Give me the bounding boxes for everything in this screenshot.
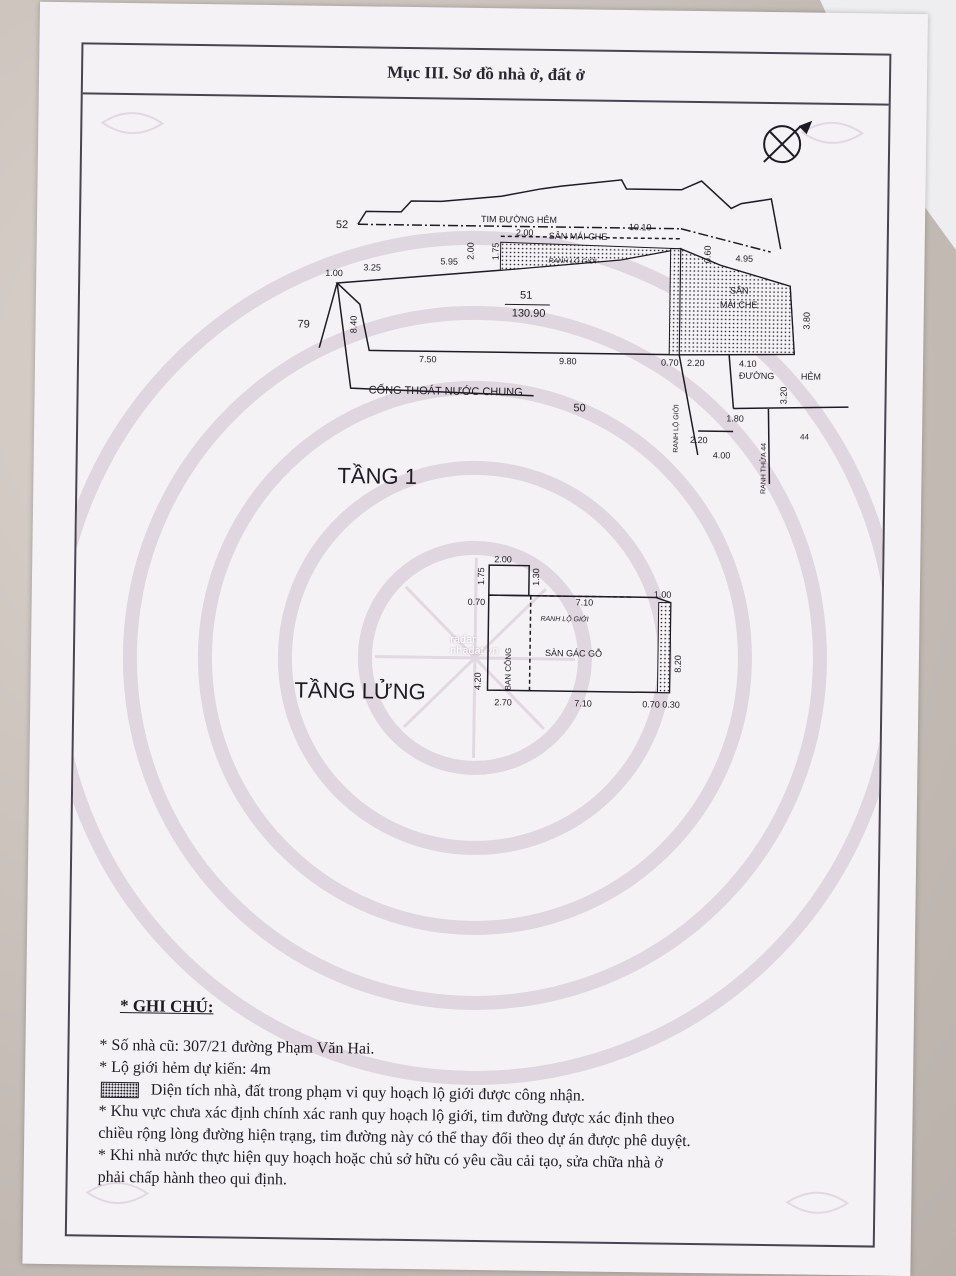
dim-3-80: 3.80 bbox=[802, 312, 812, 330]
mezz-dim-2-00: 2.00 bbox=[494, 554, 512, 564]
covered-yard-right-label-2: MÁI CHE bbox=[720, 299, 758, 310]
dim-2-00: 2.00 bbox=[465, 242, 475, 260]
document-page: Mục III. Sơ đồ nhà ở, đất ở bbox=[22, 1, 928, 1276]
alley-centerline-label: TIM ĐƯỜNG HẺM bbox=[481, 213, 557, 225]
dim-8-40: 8.40 bbox=[348, 316, 358, 334]
north-arrow-icon bbox=[763, 120, 813, 164]
dim-10-10: 10.10 bbox=[629, 222, 652, 232]
drain-label: CỐNG THOÁT NƯỚC CHUNG bbox=[369, 382, 523, 398]
neighbor-52-outline bbox=[357, 179, 782, 250]
dim-7-50: 7.50 bbox=[419, 354, 437, 364]
mezz-dim-1-30: 1.30 bbox=[531, 568, 541, 586]
dim-4-95: 4.95 bbox=[735, 254, 753, 264]
neighbor-50-label: 50 bbox=[573, 402, 585, 414]
mezz-dim-8-20: 8.20 bbox=[673, 655, 683, 673]
road-boundary-label: RANH LỘ GIỚI bbox=[548, 256, 596, 266]
drain-outline bbox=[336, 282, 534, 397]
floor1-title: TẦNG 1 bbox=[337, 463, 417, 489]
neighbor-52-label: 52 bbox=[336, 219, 348, 231]
dim-3-20: 3.20 bbox=[778, 387, 788, 405]
mezz-dim-2-70: 2.70 bbox=[494, 697, 512, 707]
dim-2-00b: 2.00 bbox=[516, 227, 534, 237]
mezz-dim-1-75: 1.75 bbox=[476, 567, 486, 585]
notes-section: * GHI CHÚ: * Số nhà cũ: 307/21 đường Phạ… bbox=[97, 995, 860, 1200]
alley-label-duong: ĐƯỜNG bbox=[739, 371, 775, 381]
neighbor-44-label: 44 bbox=[800, 432, 810, 441]
alley-label-hem: HẺM bbox=[801, 370, 821, 381]
dim-4-00: 4.00 bbox=[713, 450, 731, 460]
dim-0-70: 0.70 bbox=[661, 358, 679, 368]
mezz-road-boundary-label: RANH LỘ GIỚI bbox=[540, 614, 588, 624]
dim-9-80: 9.80 bbox=[559, 356, 577, 366]
mezzanine-outline bbox=[486, 594, 672, 694]
covered-yard-top-label: SÂN MÁI CHE bbox=[549, 231, 608, 242]
dim-3-25: 3.25 bbox=[363, 262, 381, 272]
mezz-dim-1-00: 1.00 bbox=[654, 589, 672, 599]
wood-floor-label: SÀN GÁC GỖ bbox=[545, 647, 602, 659]
mezz-dim-0-30: 0.30 bbox=[662, 700, 680, 710]
neighbor-79-label: 79 bbox=[297, 318, 309, 330]
lot-area: 130.90 bbox=[512, 307, 546, 319]
lot-boundary-label: RANH THỬA 44 bbox=[758, 443, 768, 494]
mezzanine-title: TẦNG LỬNG bbox=[294, 677, 426, 704]
covered-yard-right-label-1: SÂN bbox=[730, 285, 749, 295]
site-plan-drawing: TẦNG 1 TIM ĐƯỜNG HẺM SÂN MÁI CHE RANH LỘ… bbox=[294, 120, 849, 710]
dim-4-10: 4.10 bbox=[739, 359, 757, 369]
mezz-dim-0-70b: 0.70 bbox=[642, 699, 660, 709]
dim-0-60: 0.60 bbox=[702, 246, 712, 264]
dim-1-00: 1.00 bbox=[325, 268, 343, 278]
page-frame: Mục III. Sơ đồ nhà ở, đất ở bbox=[64, 42, 892, 1248]
boundary-strip-hatch bbox=[668, 248, 682, 356]
mezz-boundary-hatch bbox=[656, 601, 672, 694]
road-boundary-line bbox=[500, 235, 681, 240]
lot-number: 51 bbox=[520, 290, 532, 302]
mezz-dim-7-10-top: 7.10 bbox=[576, 597, 594, 607]
balcony-label: BAN CÔNG bbox=[503, 648, 513, 691]
dim-1-80: 1.80 bbox=[726, 413, 744, 423]
dim-5-95: 5.95 bbox=[440, 256, 458, 266]
covered-yard-top-hatch bbox=[499, 241, 681, 271]
road-boundary-vertical-label: RANH LỘ GIỚI bbox=[671, 404, 681, 453]
dim-1-75: 1.75 bbox=[490, 243, 500, 261]
hatch-legend-swatch bbox=[100, 1081, 139, 1099]
dim-2-20b: 2.20 bbox=[690, 435, 708, 445]
dim-2-20: 2.20 bbox=[687, 358, 705, 368]
mezz-dim-0-70: 0.70 bbox=[468, 597, 486, 607]
mezz-dim-7-10-bottom: 7.10 bbox=[574, 698, 592, 708]
mezz-dim-4-20: 4.20 bbox=[472, 672, 482, 690]
mezz-notch-outline bbox=[488, 564, 530, 597]
